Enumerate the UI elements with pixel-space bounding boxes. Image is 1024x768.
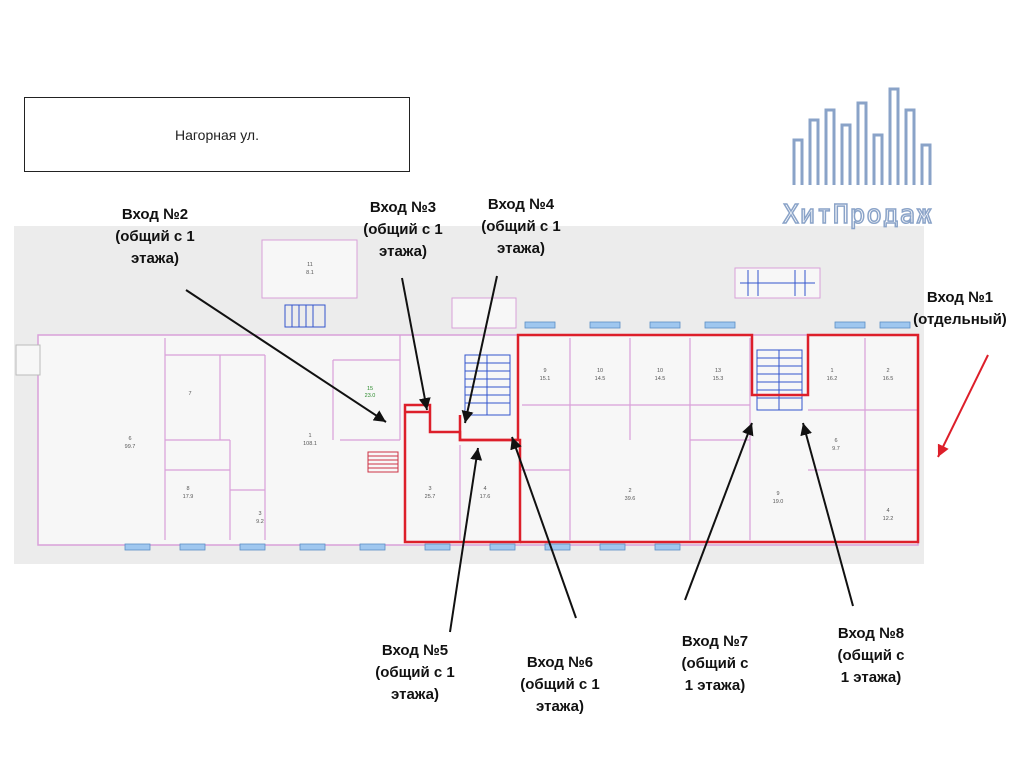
entrance-note: (общий с 1 xyxy=(363,221,443,238)
room-area: 16.5 xyxy=(883,376,894,382)
room-label: 7 xyxy=(188,391,191,397)
staircase-center xyxy=(464,354,511,416)
room-area: 14.5 xyxy=(655,376,666,382)
room-area: 12.2 xyxy=(883,516,894,522)
room-area: 15.1 xyxy=(540,376,551,382)
arrow-entrance-8 xyxy=(800,422,854,607)
staircase-porch xyxy=(367,451,399,473)
room-label: 10 xyxy=(597,368,603,374)
annex-top-mid xyxy=(451,297,517,329)
room-label: 4 xyxy=(886,508,889,514)
room-label: 1 xyxy=(308,433,311,439)
entrance-title: Вход №2 xyxy=(121,206,189,223)
arrow-entrance-3 xyxy=(401,277,431,411)
room-area: 17.9 xyxy=(183,494,194,500)
logo-text: ХитПродаж xyxy=(782,199,933,231)
room-label: 6 xyxy=(834,438,837,444)
entrance-label-6: Вход №6 (общий с 1 этажа) xyxy=(505,652,615,718)
room-area: 108.1 xyxy=(303,441,317,447)
entrance-title: Вход №8 xyxy=(837,625,905,642)
left-porch xyxy=(15,344,41,376)
entrance-note: (общий с xyxy=(837,647,905,664)
arrow-entrance-4 xyxy=(461,275,498,424)
room-label: 4 xyxy=(483,486,486,492)
entrance-label-5: Вход №5 (общий с 1 этажа) xyxy=(360,640,470,706)
room-area: 99.7 xyxy=(125,444,136,450)
room-area: 14.5 xyxy=(595,376,606,382)
arrow-entrance-5 xyxy=(449,447,483,633)
room-area: 23.0 xyxy=(365,393,376,399)
room-label: 8 xyxy=(186,486,189,492)
entrance-note: (общий с xyxy=(681,655,749,672)
room-label: 15 xyxy=(367,386,373,392)
room-area: 9.7 xyxy=(832,446,840,452)
entrance-label-1: Вход №1 (отдельный) xyxy=(900,287,1020,331)
arrow-entrance-2 xyxy=(185,289,387,423)
entrance-note: (общий с 1 xyxy=(481,218,561,235)
interior-walls xyxy=(164,335,918,540)
staircase-right xyxy=(756,349,803,411)
entrance-note: этажа) xyxy=(536,698,584,715)
annex-top-left xyxy=(261,239,358,299)
arrow-entrance-6 xyxy=(510,436,577,619)
windows xyxy=(124,321,911,551)
street-name: Нагорная ул. xyxy=(174,126,259,143)
entrance-label-4: Вход №4 (общий с 1 этажа) xyxy=(466,194,576,260)
entrance-note: (отдельный) xyxy=(913,311,1007,328)
room-label: 3 xyxy=(258,511,261,517)
room-area: 8.1 xyxy=(306,270,314,276)
arrow-entrance-7 xyxy=(684,422,754,601)
entrance-note: этажа) xyxy=(497,240,545,257)
staircase-annex xyxy=(284,304,326,328)
entrance-note: этажа) xyxy=(391,686,439,703)
entrance-label-3: Вход №3 (общий с 1 этажа) xyxy=(348,197,458,263)
entrance-label-7: Вход №7 (общий с 1 этажа) xyxy=(660,631,770,697)
entrance-title: Вход №1 xyxy=(926,289,994,306)
entrance-note: (общий с 1 xyxy=(115,228,195,245)
room-area: 9.2 xyxy=(256,519,264,525)
entrance-title: Вход №5 xyxy=(381,642,449,659)
staircase-top-right xyxy=(740,270,815,296)
entrance-label-8: Вход №8 (общий с 1 этажа) xyxy=(816,623,926,689)
room-area: 16.2 xyxy=(827,376,838,382)
room-area: 17.6 xyxy=(480,494,491,500)
entrance-note: (общий с 1 xyxy=(375,664,455,681)
entrance-title: Вход №6 xyxy=(526,654,594,671)
arrow-entrance-1 xyxy=(937,354,989,458)
room-label: 3 xyxy=(428,486,431,492)
entrance-note: 1 этажа) xyxy=(684,677,746,694)
room-label: 2 xyxy=(628,488,631,494)
room-area: 19.0 xyxy=(773,499,784,505)
room-label: 13 xyxy=(715,368,721,374)
room-label: 9 xyxy=(776,491,779,497)
room-label: 6 xyxy=(128,436,131,442)
room-label: 2 xyxy=(886,368,889,374)
logo-graphic xyxy=(792,87,932,185)
entrance-label-2: Вход №2 (общий с 1 этажа) xyxy=(100,204,210,270)
entrance-note: этажа) xyxy=(131,250,179,267)
room-area: 15.3 xyxy=(713,376,724,382)
entrance-note: 1 этажа) xyxy=(840,669,902,686)
entrance-arrows xyxy=(185,275,989,633)
entrance-title: Вход №7 xyxy=(681,633,749,650)
room-area: 39.6 xyxy=(625,496,636,502)
entrance-title: Вход №4 xyxy=(487,196,555,213)
entrance-note: (общий с 1 xyxy=(520,676,600,693)
entrance-note: этажа) xyxy=(379,243,427,260)
room-area: 25.7 xyxy=(425,494,436,500)
room-label: 10 xyxy=(657,368,663,374)
room-label: 9 xyxy=(543,368,546,374)
street-name-box: Нагорная ул. xyxy=(24,97,410,172)
room-label: 11 xyxy=(307,262,313,268)
room-label: 1 xyxy=(830,368,833,374)
entrance-title: Вход №3 xyxy=(369,199,437,216)
